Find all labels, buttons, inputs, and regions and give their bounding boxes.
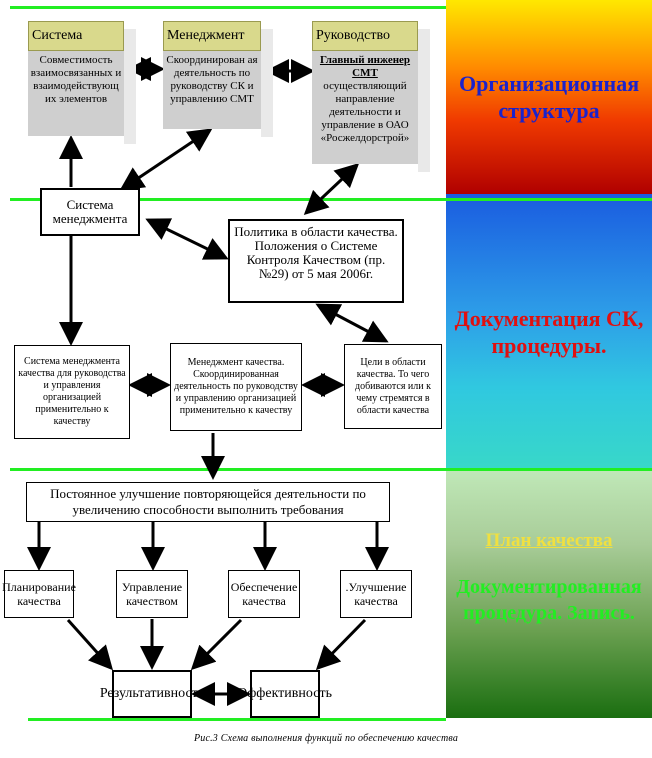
quality-improvement-box: .Улучшение качества	[340, 570, 412, 618]
documentation-band: Документация СК, процедуры.	[446, 194, 652, 470]
system-cube-text: Совместимость взаимосвязанных и взаимоде…	[28, 51, 124, 136]
quality-policy-box: Политика в области качества. Положения о…	[228, 219, 404, 303]
quality-control-box: Управление качеством	[116, 570, 188, 618]
effectiveness-box: Результативность	[100, 670, 204, 718]
figure-caption: Рис.3 Схема выполнения функций по обеспе…	[193, 733, 459, 744]
separator-line-3	[10, 468, 652, 471]
leadership-cube-strong: Главный инженер СМТ	[319, 54, 411, 79]
quality-goals-box: Цели в области качества. То чего добиваю…	[344, 344, 442, 429]
system-cube-title: Система	[28, 21, 124, 51]
efficiency-box: Эффективность	[238, 670, 332, 718]
management-cube-title: Менеджмент	[163, 21, 261, 51]
org-structure-label: Организационная структура	[459, 71, 640, 123]
management-cube: Менеджмент Скоординирован ая деятельност…	[163, 21, 273, 137]
management-system-box: Система менеджмента	[40, 188, 140, 236]
leadership-cube: Руководство Главный инженер СМТ осуществ…	[312, 21, 430, 172]
system-cube: Система Совместимость взаимосвязанных и …	[28, 21, 136, 144]
quality-assurance-box: Обеспечение качества	[228, 570, 300, 618]
documentation-label: Документация СК, процедуры.	[454, 306, 644, 358]
continuous-improvement-box: Постоянное улучшение повторяющейся деяте…	[26, 482, 390, 522]
separator-line-bottom	[28, 718, 446, 721]
org-structure-band: Организационная структура	[446, 0, 652, 194]
quality-plan-body: Документированная процедура. Запись.	[456, 576, 642, 624]
quality-plan-band: План качества Документированная процедур…	[446, 470, 652, 718]
qms-box: Система менеджмента качества для руковод…	[14, 345, 130, 439]
quality-planning-box: Планирование качества	[2, 570, 76, 618]
leadership-cube-text: осуществляющий направление деятельности …	[320, 80, 410, 144]
quality-management-box: Менеджмент качества. Скоординированная д…	[170, 343, 302, 431]
leadership-cube-title: Руководство	[312, 21, 418, 51]
leadership-cube-body: Главный инженер СМТ осуществляющий напра…	[312, 51, 418, 164]
quality-plan-title: План качества	[485, 530, 613, 551]
management-cube-text: Скоординирован ая деятельность по руково…	[163, 51, 261, 129]
separator-line-top	[10, 6, 446, 9]
